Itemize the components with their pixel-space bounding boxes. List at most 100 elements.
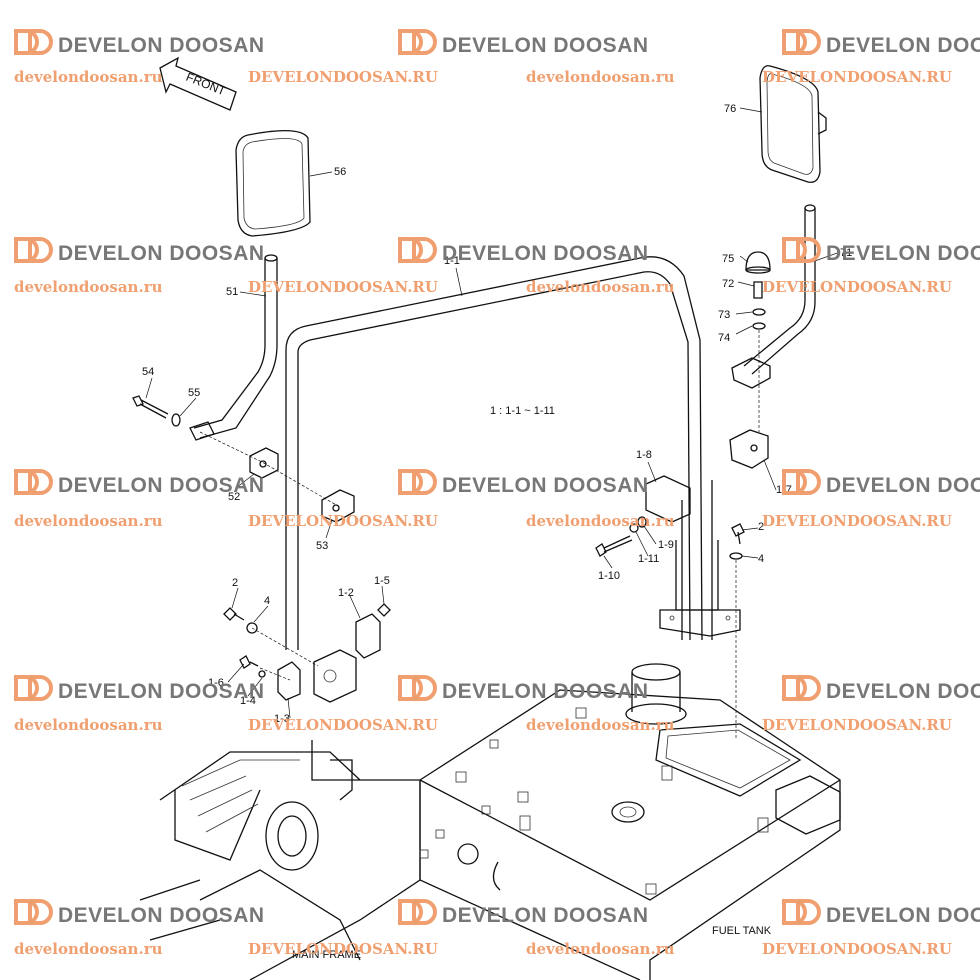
mirror-left — [235, 130, 311, 237]
part-label: 51 — [226, 286, 238, 298]
watermark-brand: DEVELON DOOSAN — [826, 242, 980, 265]
watermark-brand: DEVELON DOOSAN — [442, 242, 649, 265]
part-label: 1-3 — [274, 713, 290, 725]
watermark-url: DEVELONDOOSAN.RU — [248, 716, 438, 734]
part-labels: 56 76 1-1 75 71 72 73 74 51 54 55 52 53 … — [142, 103, 852, 961]
washer-4-left — [246, 622, 258, 634]
watermark-brand: DEVELON DOOSAN — [826, 474, 980, 497]
guard-frame — [285, 256, 741, 650]
watermark-url: develondoosan.ru — [14, 278, 163, 296]
nut-1-4 — [258, 670, 266, 678]
bolt-1-10 — [595, 535, 633, 557]
bolt-54 — [132, 395, 181, 427]
watermark-brand: DEVELON DOOSAN — [442, 34, 649, 57]
watermark-brand: DEVELON DOOSAN — [58, 680, 265, 703]
part-label: 75 — [722, 253, 734, 265]
watermark-url: DEVELONDOOSAN.RU — [248, 512, 438, 530]
watermark-brand: DEVELON DOOSAN — [826, 680, 980, 703]
watermark-brand: DEVELON DOOSAN — [442, 680, 649, 703]
bolt-2-right — [731, 523, 745, 545]
part-label: 55 — [188, 387, 200, 399]
watermark-brand: DEVELON DOOSAN — [58, 242, 265, 265]
mirror-right — [759, 65, 827, 183]
part-label: 52 — [228, 491, 240, 503]
watermark-url: develondoosan.ru — [526, 278, 675, 296]
part-label: 1-11 — [638, 553, 659, 565]
part-label: 1-5 — [374, 575, 390, 587]
watermark-url: DEVELONDOOSAN.RU — [248, 940, 438, 958]
stay-left — [189, 254, 278, 441]
part-label: 1-8 — [636, 449, 652, 461]
clamp-53 — [321, 489, 355, 523]
main-frame — [139, 740, 421, 980]
front-arrow-label: FRONT — [184, 70, 228, 99]
part-label: 2 — [232, 577, 238, 589]
clamp-1-2 — [355, 613, 381, 659]
watermark-url: DEVELONDOOSAN.RU — [248, 68, 438, 86]
watermark-url: develondoosan.ru — [14, 512, 163, 530]
bolt-72 — [753, 281, 763, 299]
watermark-brand: DEVELON DOOSAN — [442, 904, 649, 927]
watermark-url: develondoosan.ru — [14, 940, 163, 958]
watermark-url: develondoosan.ru — [526, 68, 675, 86]
part-label: 54 — [142, 366, 154, 378]
watermark-url: develondoosan.ru — [14, 716, 163, 734]
watermark-url: DEVELONDOOSAN.RU — [762, 940, 952, 958]
main-frame-label: MAIN FRAME — [292, 949, 361, 961]
part-label: 74 — [718, 332, 730, 344]
watermark-brand: DEVELON DOOSAN — [826, 34, 980, 57]
nut-1-11 — [629, 523, 639, 533]
part-label: 1-4 — [240, 695, 256, 707]
part-label: 72 — [722, 278, 734, 290]
clamp-1-3 — [277, 661, 301, 701]
bolt-1-6 — [239, 655, 259, 669]
fuel-tank-label: FUEL TANK — [712, 925, 772, 937]
base-plate — [313, 649, 357, 703]
bolt-2-left — [223, 607, 245, 621]
clamp-1-7 — [729, 429, 769, 469]
watermark-brand: DEVELON DOOSAN — [442, 474, 649, 497]
watermark-url: develondoosan.ru — [526, 940, 675, 958]
part-label: 4 — [264, 595, 270, 607]
clamp-1-8 — [645, 475, 691, 523]
part-label: 53 — [316, 540, 328, 552]
watermark-url: DEVELONDOOSAN.RU — [762, 716, 952, 734]
fuel-tank — [419, 663, 841, 980]
washer-73 — [752, 308, 766, 316]
washer-4-right — [729, 552, 743, 560]
washer-1-9 — [637, 516, 647, 528]
watermark-brand: DEVELON DOOSAN — [58, 34, 265, 57]
watermark-url: DEVELONDOOSAN.RU — [248, 278, 438, 296]
watermark-brand: DEVELON DOOSAN — [58, 904, 265, 927]
watermark-brand: DEVELON DOOSAN — [58, 474, 265, 497]
watermark-url: DEVELONDOOSAN.RU — [762, 278, 952, 296]
part-label: 1-10 — [598, 570, 620, 582]
leader-lines — [145, 107, 841, 719]
watermarks: DEVELON DOOSAN DEVELON DOOSAN DEVELON DO… — [14, 29, 980, 958]
part-label: 1-9 — [658, 539, 674, 551]
watermark-brand: DEVELON DOOSAN — [826, 904, 980, 927]
watermark-url: DEVELONDOOSAN.RU — [762, 68, 952, 86]
watermark-url: DEVELONDOOSAN.RU — [762, 512, 952, 530]
part-label: 1-6 — [208, 677, 224, 689]
part-label: 1-2 — [338, 587, 354, 599]
part-label: 4 — [758, 553, 764, 565]
line-drawing: FRONT — [132, 56, 841, 980]
range-label: 1 : 1-1 ~ 1-11 — [490, 405, 555, 417]
washer-74 — [752, 322, 766, 330]
part-label: 56 — [334, 166, 346, 178]
stay-right — [731, 204, 816, 389]
bolt-1-5 — [377, 603, 391, 617]
part-label: 73 — [718, 309, 730, 321]
watermark-url: develondoosan.ru — [14, 68, 163, 86]
front-arrow: FRONT — [159, 56, 237, 111]
cap-75 — [745, 251, 771, 274]
part-label: 76 — [724, 103, 736, 115]
watermark-url: develondoosan.ru — [526, 512, 675, 530]
part-label: 71 — [840, 247, 852, 259]
part-label: 2 — [758, 521, 764, 533]
watermark-url: develondoosan.ru — [526, 716, 675, 734]
clamp-52 — [249, 447, 279, 479]
part-label: 1-1 — [444, 255, 460, 267]
